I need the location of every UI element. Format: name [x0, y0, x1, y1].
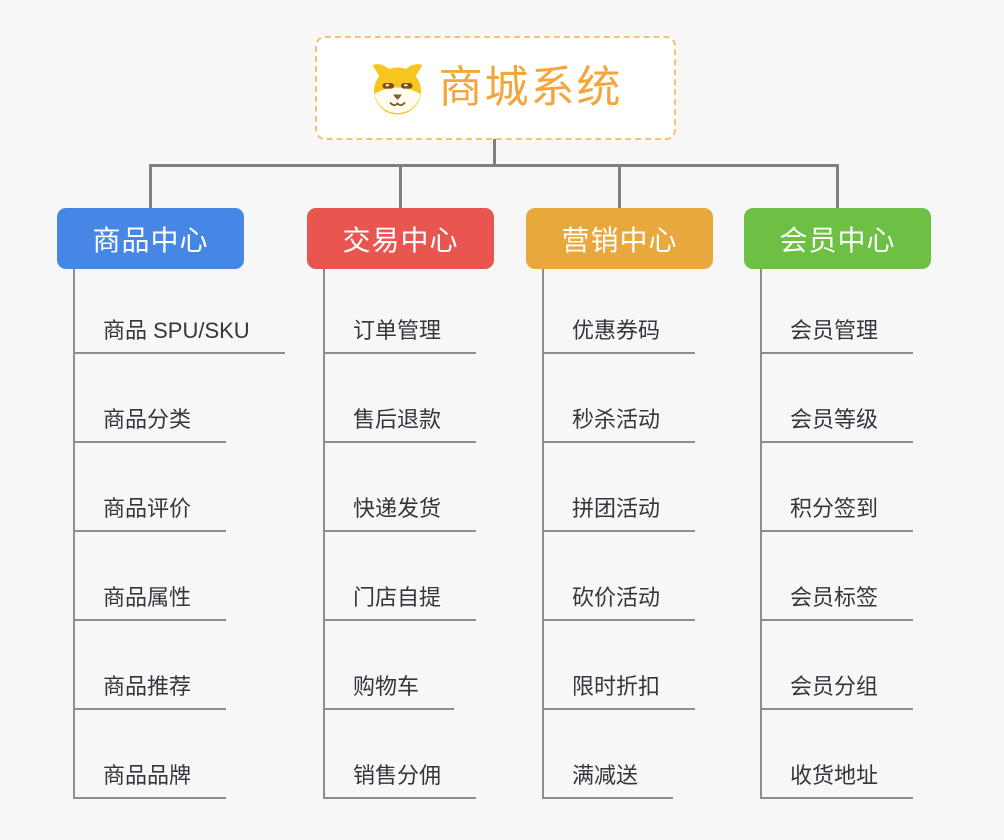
branch-node-marketing-center[interactable]: 营销中心 [526, 208, 713, 269]
child-node[interactable]: 收货地址 [762, 763, 914, 799]
child-row: 售后退款 [325, 354, 477, 443]
child-node[interactable]: 会员标签 [762, 585, 914, 621]
child-node[interactable]: 购物车 [325, 674, 455, 710]
child-node[interactable]: 会员等级 [762, 407, 914, 443]
child-node[interactable]: 砍价活动 [544, 585, 696, 621]
root-title: 商城系统 [438, 63, 623, 112]
child-row: 商品分类 [75, 354, 285, 443]
branch-label: 营销中心 [561, 224, 678, 256]
child-node[interactable]: 售后退款 [325, 407, 477, 443]
connector-stub [493, 139, 496, 165]
child-node[interactable]: 商品 SPU/SKU [75, 318, 285, 354]
child-row: 商品推荐 [75, 621, 285, 710]
child-row: 销售分佣 [325, 710, 477, 799]
child-row: 商品品牌 [75, 710, 285, 799]
branch-node-trade-center[interactable]: 交易中心 [307, 208, 494, 269]
branch-label: 交易中心 [342, 224, 459, 256]
connector-bus [149, 164, 839, 167]
child-node[interactable]: 快递发货 [325, 496, 477, 532]
child-row: 会员管理 [762, 269, 914, 354]
child-node[interactable]: 满减送 [544, 763, 674, 799]
connector-drop [399, 166, 402, 209]
branch-label: 商品中心 [92, 224, 209, 256]
connector-drop [149, 166, 152, 209]
child-row: 积分签到 [762, 443, 914, 532]
child-node[interactable]: 会员管理 [762, 318, 914, 354]
child-row: 门店自提 [325, 532, 477, 621]
child-row: 收货地址 [762, 710, 914, 799]
child-node[interactable]: 秒杀活动 [544, 407, 696, 443]
child-node[interactable]: 商品推荐 [75, 674, 227, 710]
child-node[interactable]: 商品分类 [75, 407, 227, 443]
child-node[interactable]: 商品品牌 [75, 763, 227, 799]
child-row: 商品评价 [75, 443, 285, 532]
connector-drop [618, 166, 621, 209]
child-node[interactable]: 积分签到 [762, 496, 914, 532]
child-row: 会员标签 [762, 532, 914, 621]
child-row: 秒杀活动 [544, 354, 696, 443]
child-node[interactable]: 销售分佣 [325, 763, 477, 799]
child-row: 拼团活动 [544, 443, 696, 532]
child-node[interactable]: 订单管理 [325, 318, 477, 354]
root-node[interactable]: 商城系统 [315, 36, 676, 140]
dog-face-icon [372, 64, 422, 115]
branch-children-trade-center: 订单管理 售后退款 快递发货 门店自提 购物车 销售分佣 [323, 269, 477, 799]
branch-label: 会员中心 [779, 224, 896, 256]
connector-drop [836, 166, 839, 209]
branch-node-member-center[interactable]: 会员中心 [744, 208, 931, 269]
child-row: 订单管理 [325, 269, 477, 354]
child-node[interactable]: 优惠券码 [544, 318, 696, 354]
child-row: 限时折扣 [544, 621, 696, 710]
child-node[interactable]: 拼团活动 [544, 496, 696, 532]
child-row: 购物车 [325, 621, 476, 710]
child-node[interactable]: 门店自提 [325, 585, 477, 621]
child-row: 商品 SPU/SKU [75, 269, 285, 354]
child-row: 商品属性 [75, 532, 285, 621]
child-node[interactable]: 商品评价 [75, 496, 227, 532]
child-node[interactable]: 会员分组 [762, 674, 914, 710]
child-row: 优惠券码 [544, 269, 696, 354]
child-row: 砍价活动 [544, 532, 696, 621]
branch-children-product-center: 商品 SPU/SKU 商品分类 商品评价 商品属性 商品推荐 商品品牌 [73, 269, 285, 799]
child-node[interactable]: 限时折扣 [544, 674, 696, 710]
branch-node-product-center[interactable]: 商品中心 [57, 208, 244, 269]
branch-children-marketing-center: 优惠券码 秒杀活动 拼团活动 砍价活动 限时折扣 满减送 [542, 269, 696, 799]
child-node[interactable]: 商品属性 [75, 585, 227, 621]
child-row: 满减送 [544, 710, 695, 799]
child-row: 会员分组 [762, 621, 914, 710]
child-row: 会员等级 [762, 354, 914, 443]
branch-children-member-center: 会员管理 会员等级 积分签到 会员标签 会员分组 收货地址 [760, 269, 914, 799]
child-row: 快递发货 [325, 443, 477, 532]
